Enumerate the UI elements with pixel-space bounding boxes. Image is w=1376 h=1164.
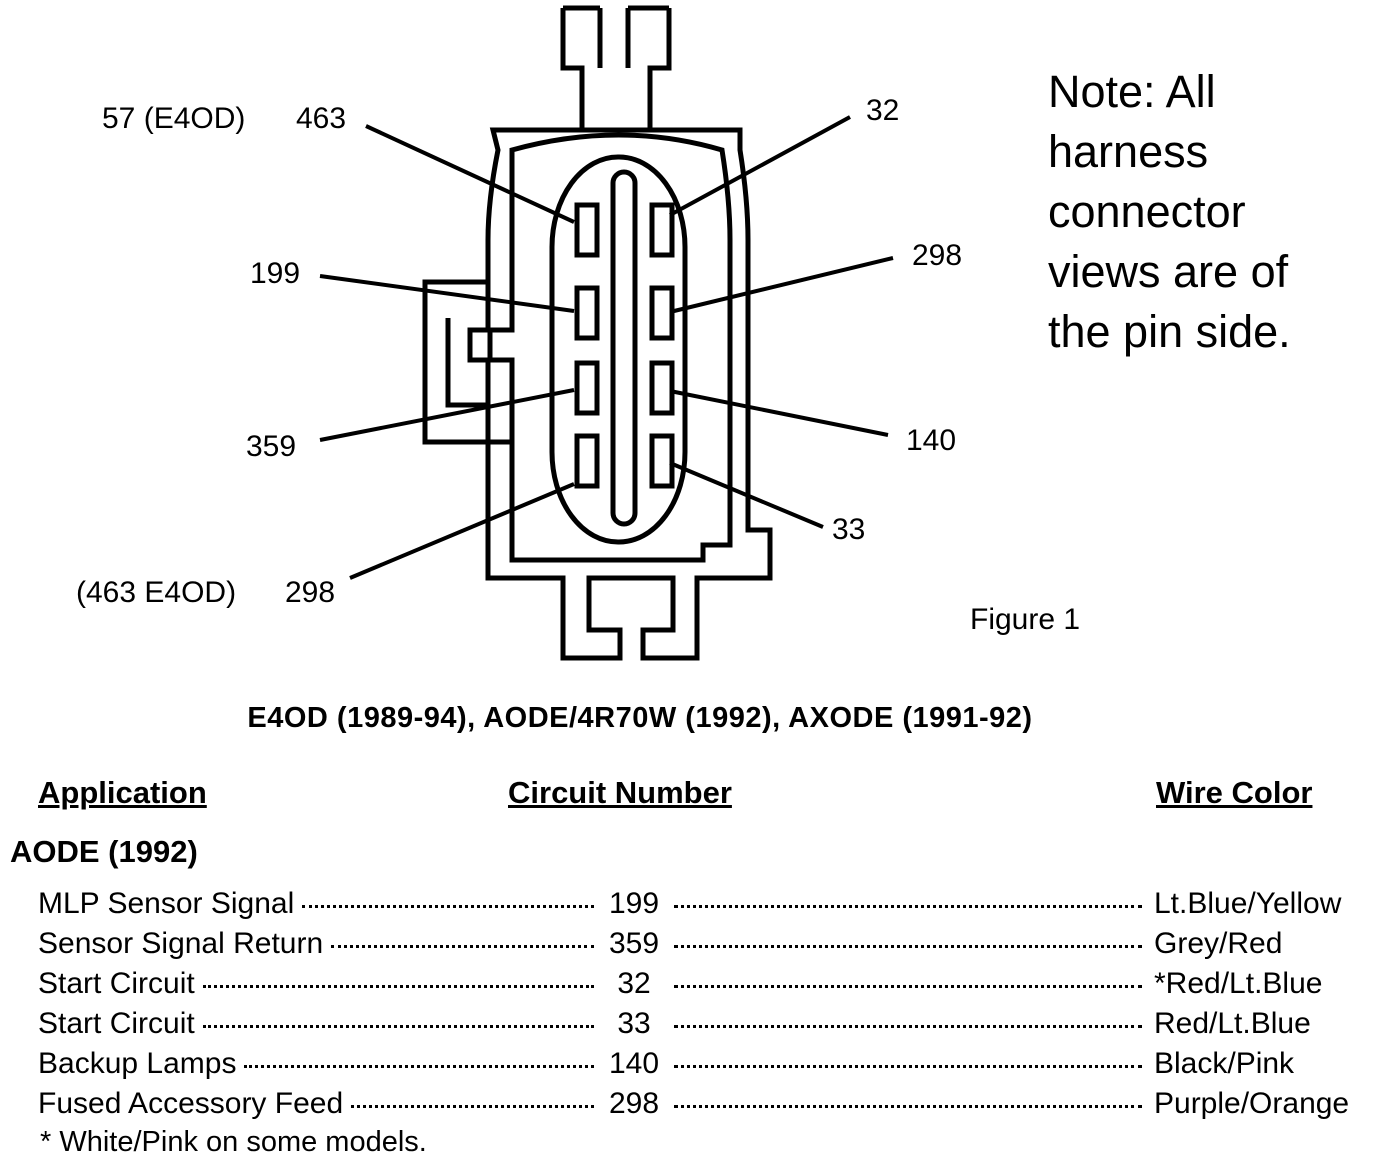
- connector-top-tab: [560, 8, 672, 130]
- row-wire-color: Purple/Orange: [1150, 1087, 1350, 1121]
- dot-leader: [351, 1095, 594, 1108]
- pin-463: [574, 202, 600, 258]
- row-application: Fused Accessory Feed: [38, 1087, 344, 1120]
- row-wire-color: Red/Lt.Blue: [1150, 1007, 1311, 1041]
- pin-359: [574, 360, 600, 416]
- dot-leader: [203, 975, 594, 988]
- row-application: Start Circuit: [38, 967, 195, 1000]
- dot-leader: [244, 1055, 594, 1068]
- table-row: Start Circuit 32 *Red/Lt.Blue: [38, 967, 1364, 1005]
- leader-298-right: [669, 256, 894, 314]
- label-463-e4od: (463 E4OD): [76, 576, 237, 609]
- dot-leader: [302, 895, 594, 908]
- leader-199: [319, 274, 575, 313]
- row-wire-color: Lt.Blue/Yellow: [1150, 887, 1342, 921]
- row-circuit: 199: [602, 887, 666, 921]
- label-359: 359: [246, 430, 297, 463]
- pin-298-right: [649, 285, 675, 341]
- row-wire-color: *Red/Lt.Blue: [1150, 967, 1323, 1001]
- leader-140: [669, 389, 889, 437]
- label-32: 32: [866, 94, 900, 127]
- leader-32: [669, 115, 851, 217]
- row-application: Backup Lamps: [38, 1047, 237, 1080]
- dot-leader: [674, 1095, 1142, 1108]
- dot-leader: [674, 1015, 1142, 1028]
- dot-leader: [674, 975, 1142, 988]
- row-wire-color: Black/Pink: [1150, 1047, 1295, 1081]
- pin-side-note: Note: All harness connector views are of…: [1048, 66, 1291, 357]
- row-circuit: 33: [602, 1007, 666, 1041]
- table-row: MLP Sensor Signal 199 Lt.Blue/Yellow: [38, 887, 1364, 925]
- label-199: 199: [250, 257, 301, 290]
- row-circuit: 298: [602, 1087, 666, 1121]
- center-rib: [610, 169, 638, 527]
- dot-leader: [674, 1055, 1142, 1068]
- connector-side-latch: [422, 279, 512, 445]
- pin-field-oval: [549, 154, 688, 545]
- dot-leader: [331, 935, 594, 948]
- row-application: MLP Sensor Signal: [38, 887, 295, 920]
- row-circuit: 359: [602, 927, 666, 961]
- footnote: * White/Pink on some models.: [40, 1126, 427, 1158]
- leader-463: [365, 124, 575, 224]
- connector-diagram: [319, 5, 894, 661]
- row-circuit: 140: [602, 1047, 666, 1081]
- pin-32: [649, 202, 675, 258]
- row-wire-color: Grey/Red: [1150, 927, 1283, 961]
- label-140: 140: [906, 424, 957, 457]
- label-57-e4od: 57 (E4OD): [102, 102, 246, 135]
- leader-33: [669, 461, 824, 529]
- table-row: Fused Accessory Feed 298 Purple/Orange: [38, 1087, 1364, 1125]
- leader-359: [319, 388, 575, 442]
- table-row: Sensor Signal Return 359 Grey/Red: [38, 927, 1364, 965]
- row-application: Start Circuit: [38, 1007, 195, 1040]
- leader-298-left: [349, 482, 575, 580]
- section-aode-1992: AODE (1992): [10, 834, 198, 869]
- pin-140: [649, 360, 675, 416]
- pin-298-left: [574, 433, 600, 489]
- header-circuit-number: Circuit Number: [508, 775, 732, 810]
- header-application: Application: [38, 775, 207, 810]
- table-row: Start Circuit 33 Red/Lt.Blue: [38, 1007, 1364, 1045]
- connector-housing: [467, 127, 773, 661]
- pin-33: [649, 433, 675, 489]
- dot-leader: [674, 935, 1142, 948]
- figure-label: Figure 1: [970, 603, 1081, 636]
- table-row: Backup Lamps 140 Black/Pink: [38, 1047, 1364, 1085]
- label-298-left: 298: [285, 576, 336, 609]
- header-wire-color: Wire Color: [1156, 775, 1313, 810]
- connector-inner-wall: [487, 132, 733, 563]
- row-circuit: 32: [602, 967, 666, 1001]
- label-463: 463: [296, 102, 347, 135]
- applicability-title: E4OD (1989-94), AODE/4R70W (1992), AXODE…: [247, 702, 1033, 734]
- dot-leader: [674, 895, 1142, 908]
- row-application: Sensor Signal Return: [38, 927, 324, 960]
- label-298-right: 298: [912, 239, 963, 272]
- pin-199: [574, 285, 600, 341]
- label-33: 33: [832, 513, 866, 546]
- dot-leader: [203, 1015, 594, 1028]
